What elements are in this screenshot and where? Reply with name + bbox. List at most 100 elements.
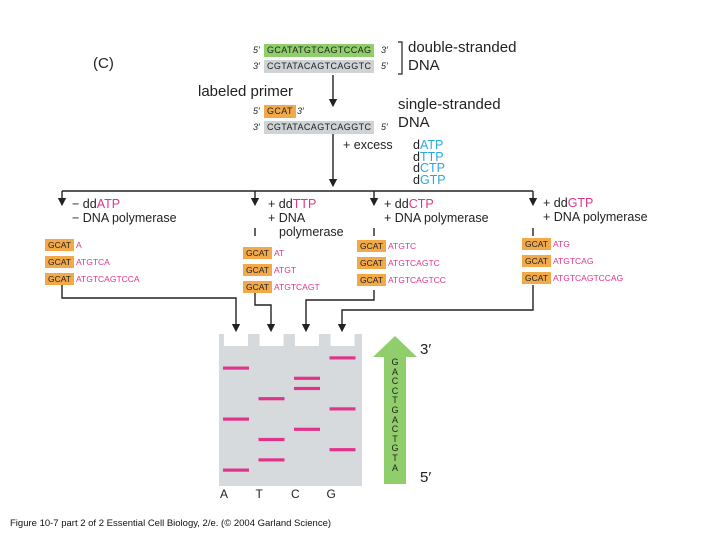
labeled-primer-label: labeled primer [198,83,294,100]
readout-base-1: G [391,357,399,367]
reaction-ddt-line2: + DNA [268,211,306,225]
gel-band-t-8 [258,397,285,401]
readout-base-6: G [391,405,399,415]
fragment-primer: GCAT [522,238,551,250]
fragment-primer: GCAT [45,239,74,251]
fragment-primer: GCAT [357,240,386,252]
readout-5-end: 5′ [420,469,432,486]
reaction-ddg-line2: + DNA polymerase [543,210,648,224]
readout-base-5: T [392,395,398,406]
readout-base-8: C [391,424,399,435]
reaction-ddc-line2: + DNA polymerase [384,211,489,225]
ds-bracket [398,41,403,75]
reaction-base: GTP [567,196,594,210]
gel-well-c [295,334,319,346]
gel-band-a-1 [223,468,249,472]
excess-label: + excess [343,138,393,152]
arrow-lane-a [61,285,241,333]
gel-band-g-12 [329,356,356,360]
primer-sequence: GCAT [264,105,296,118]
fragment-sequence: ATGTCAGT [273,282,320,292]
fragment-primer: GCAT [522,255,551,267]
fragment-primer: GCAT [522,272,551,284]
reaction-prefix: + dd [543,196,568,210]
fragment-sequence: A [75,240,82,250]
ss-strand-sequence: CGTATACAGTCAGGTC [264,121,375,134]
bottom-strand-sequence: CGTATACAGTCAGGTC [264,60,375,73]
dntp-prefix: d [413,161,420,175]
arrow-lane-c [301,290,375,333]
dntp-base: CTP [419,161,445,175]
gel-well-g [330,334,355,346]
readout-base-10: G [391,443,399,454]
dntp-base: GTP [419,172,446,187]
readout-base-2: A [391,366,398,377]
reaction-prefix: + dd [268,197,293,211]
ds-dna-label-line1: double-stranded [408,39,517,56]
readout-base-9: T [392,433,398,444]
dntp-base: ATP [419,138,444,152]
fragment-primer: GCAT [45,256,74,268]
reaction-prefix: − dd [72,197,97,211]
gel-band-a-6 [223,417,249,421]
fragment-primer: GCAT [45,273,74,285]
gel-band-c-9 [294,386,320,391]
lane-label-a: A [220,487,229,501]
reaction-ddt-line3: polymerase [279,225,344,239]
fragment-primer: GCAT [357,257,386,269]
top-strand-sequence: GCATATGTCAGTCCAG [264,44,375,57]
fragment-primer: GCAT [357,274,386,286]
gel-well-a [224,334,248,346]
ss-strand-5-end: 5′ [381,122,388,132]
fragment-sequence: ATGTCAGTCCA [75,274,140,284]
fragment-sequence: ATGTCAGTC [387,258,440,268]
readout-3-end: 3′ [420,341,432,358]
fragment-sequence: AT [273,248,285,258]
top-strand-3-end: 3′ [381,45,388,55]
dntp-base: TTP [419,149,444,164]
dntp-prefix: d [413,149,420,164]
reaction-ddg-line1: + ddGTP [543,197,593,210]
fragment-sequence: ATGTCAG [552,256,594,266]
bottom-strand-5-end: 5′ [381,61,388,71]
ss-dna-label-line2: DNA [398,114,430,131]
readout-base-11: T [392,453,398,463]
fragment-sequence: ATGTCA [75,257,110,267]
ss-dna-label-line1: single-stranded [398,96,501,113]
gel-band-a-11 [223,366,249,370]
dntp-ttp: dTTP [413,149,444,164]
readout-base-3: C [391,376,399,387]
gel-band-g-7 [329,407,356,411]
fragment-sequence: ATG [552,239,570,249]
reaction-ddc-line1: + ddCTP [384,198,434,211]
lane-label-t: T [255,487,263,501]
gel-band-t-2 [258,458,285,462]
dntp-atp: dATP [413,139,443,152]
gel-band-g-3 [329,448,356,452]
dntp-gtp: dGTP [413,172,446,187]
reaction-base: TTP [292,197,317,211]
readout-base-7: A [391,414,398,425]
arrow-lane-t [254,293,276,333]
fragment-sequence: ATGTCAGTCC [387,275,446,285]
reaction-prefix: + dd [384,197,409,211]
dntp-ctp: dCTP [413,162,445,175]
gel-band-c-5 [294,427,320,431]
fragment-sequence: ATGTCAGTCCAG [552,273,624,283]
arrow-lane-g [337,285,534,333]
lane-label-g: G [326,487,336,501]
primer-3-end: 3′ [297,106,304,116]
gel-well-t [259,334,284,346]
gel-band-c-10 [294,376,320,380]
